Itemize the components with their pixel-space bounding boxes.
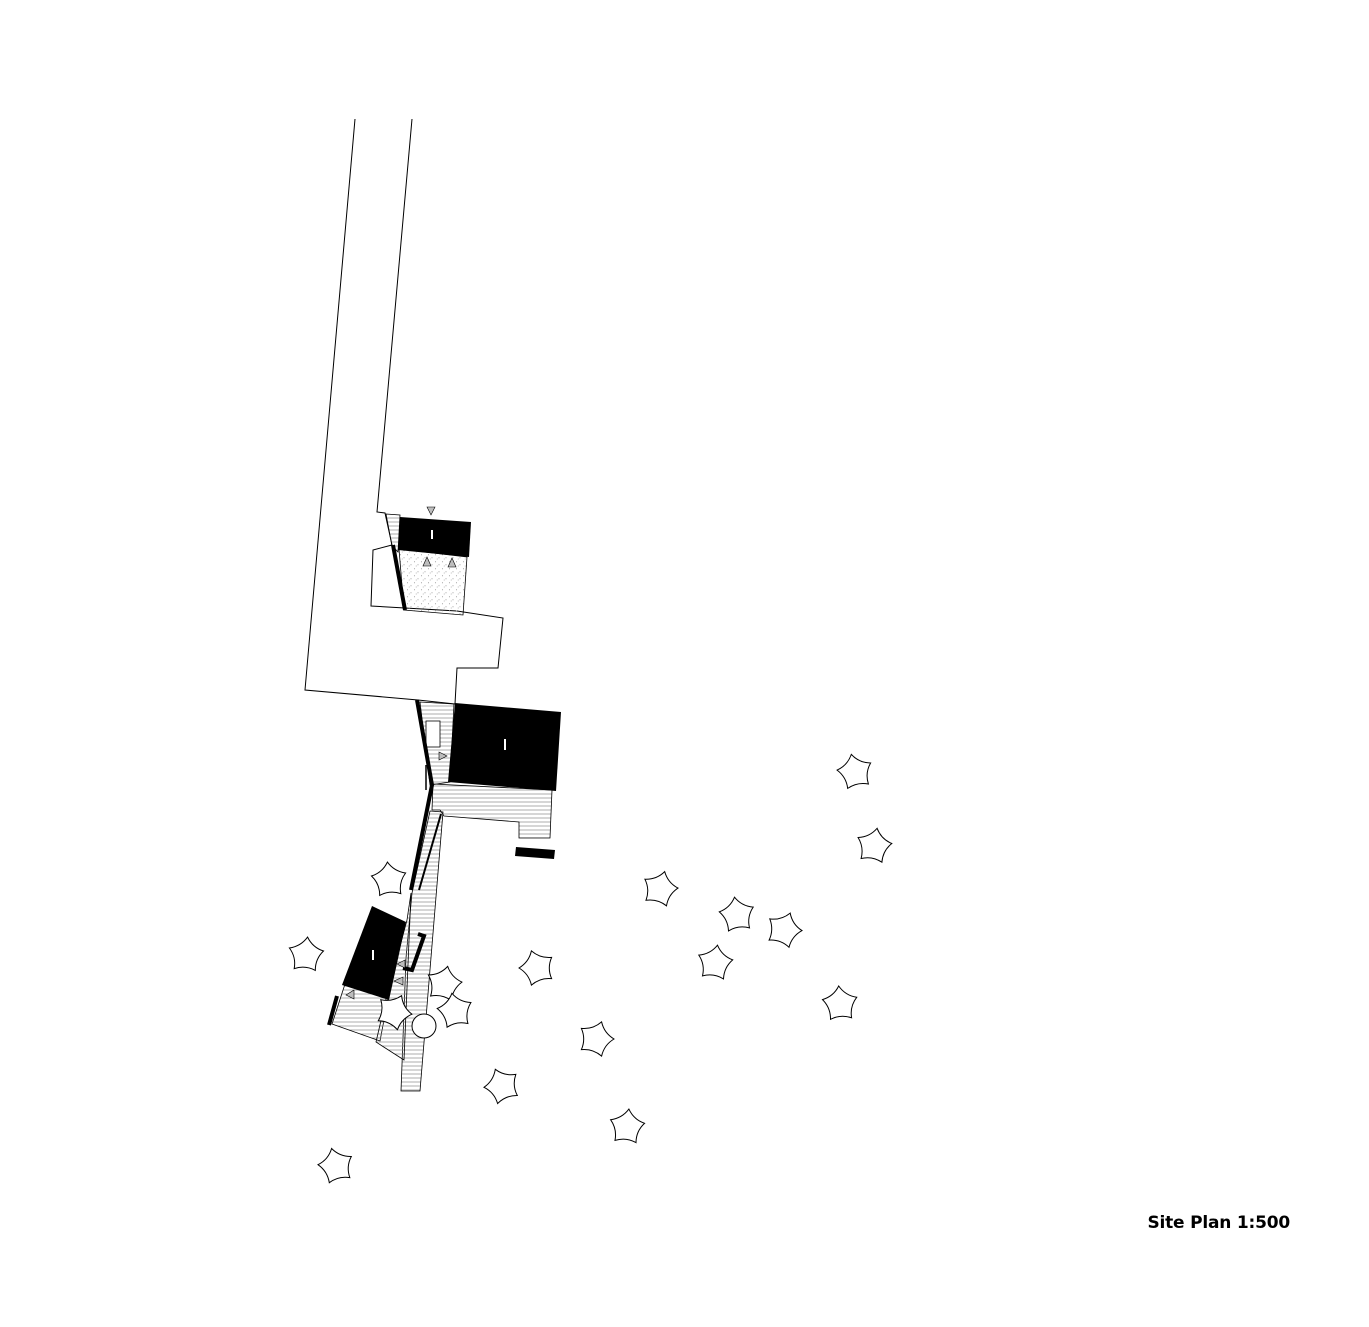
tree-icon — [427, 965, 463, 1002]
footpath-edge — [418, 813, 442, 891]
tree-icon — [697, 944, 734, 980]
tree-icon — [718, 896, 755, 932]
lower-house-arrow-c-icon — [345, 989, 355, 1000]
upper-house-north-arrow-icon — [426, 506, 436, 516]
tree-icon — [768, 912, 803, 949]
tree-icon — [644, 870, 679, 907]
tree-icon — [377, 994, 413, 1031]
tree-icon — [288, 936, 325, 972]
upper-house-entry-mark — [431, 530, 433, 539]
lower-house-entry-mark — [372, 950, 374, 960]
tree-icon — [518, 949, 553, 987]
upper-house-stippled-court — [398, 548, 468, 616]
upper-house-wall — [391, 544, 407, 611]
middle-house-bench — [425, 720, 441, 748]
access-road — [304, 118, 504, 705]
trees — [288, 753, 893, 1184]
middle-house-entry-mark — [504, 739, 506, 750]
tree-icon — [821, 985, 858, 1021]
upper-house-arrow-right-icon — [447, 557, 457, 568]
middle-house-wall — [409, 699, 435, 891]
upper-house-footprint — [398, 517, 471, 557]
round-feature — [411, 1013, 437, 1039]
upper-house-arrow-left-icon — [422, 556, 432, 567]
middle-house-hatched-terrace — [431, 783, 553, 839]
tree-icon — [436, 992, 472, 1029]
lower-house-wall — [327, 995, 339, 1026]
tree-icon — [836, 753, 872, 790]
lower-house-arrow-b-icon — [393, 976, 404, 986]
tree-icon — [857, 827, 893, 864]
tree-icon — [609, 1108, 646, 1144]
footpath-hatched — [400, 810, 444, 1092]
lower-house-arrow-a-icon — [396, 959, 406, 969]
parking-bar — [515, 847, 555, 859]
tree-icon — [370, 861, 407, 897]
tree-icon — [580, 1020, 615, 1058]
lower-house-bracket — [402, 932, 427, 973]
tree-icon — [317, 1147, 353, 1184]
middle-house-arrow-icon — [438, 751, 448, 761]
upper-house-hatched-terrace — [385, 513, 401, 553]
tree-icon — [483, 1068, 519, 1105]
site-plan-caption: Site Plan 1:500 — [1147, 1213, 1290, 1233]
